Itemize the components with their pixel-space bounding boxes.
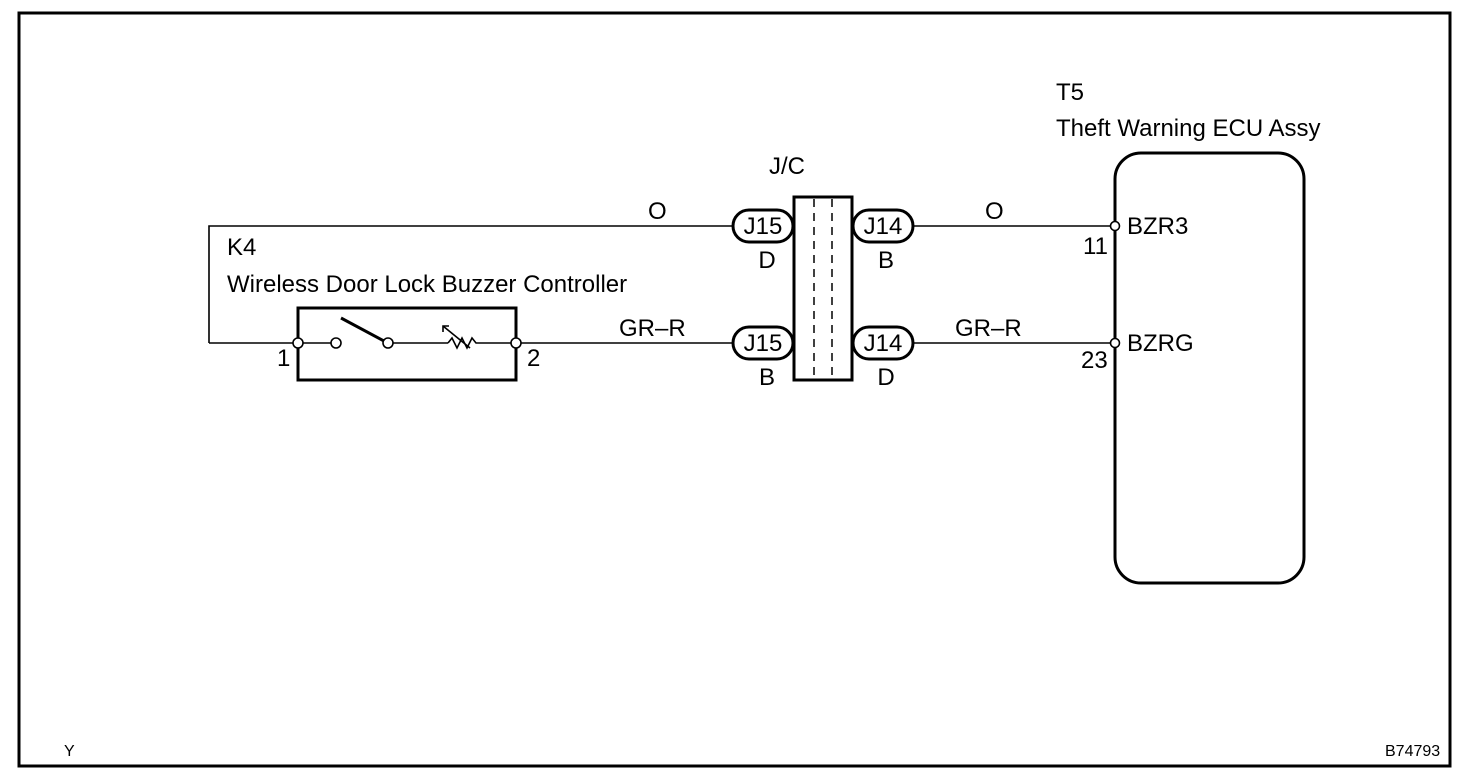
wire-color-bottom-left: GR–R [619, 315, 686, 342]
buzzer-name: Wireless Door Lock Buzzer Controller [227, 271, 627, 298]
ecu-name: Theft Warning ECU Assy [1056, 115, 1321, 142]
connector-bottom-right: J14 D [851, 325, 915, 391]
connector-top-left: J15 D [731, 208, 795, 274]
ecu-pin-bottom-number: 23 [1081, 347, 1108, 374]
ecu-pin-bottom [1109, 337, 1121, 349]
svg-text:B: B [759, 364, 775, 391]
buzzer-pin-left-number: 1 [277, 345, 290, 372]
buzzer-pin-right [510, 337, 522, 349]
footer-left-code: Y [64, 743, 75, 760]
connector-bottom-left: J15 B [731, 325, 795, 391]
ecu-box [1113, 151, 1306, 585]
jc-label: J/C [769, 153, 805, 180]
switch-contact-right [382, 337, 394, 349]
ecu-pin-top-number: 11 [1083, 233, 1108, 260]
ecu-pin-top-name: BZR3 [1127, 213, 1188, 240]
junction-block [792, 195, 854, 382]
connector-top-right: J14 B [851, 208, 915, 274]
wire-top-left [208, 225, 733, 343]
diagram-frame [17, 11, 1452, 768]
buzzer-element-arrow [442, 325, 471, 349]
wire-color-bottom-right: GR–R [955, 315, 1022, 342]
buzzer-pin-left [292, 337, 304, 349]
svg-text:J15: J15 [744, 330, 783, 357]
ecu-id: T5 [1056, 79, 1084, 106]
svg-text:J14: J14 [864, 213, 903, 240]
svg-text:D: D [758, 247, 775, 274]
svg-text:J15: J15 [744, 213, 783, 240]
switch-lever [340, 316, 385, 343]
footer-right-code: B74793 [1385, 743, 1440, 760]
svg-text:J14: J14 [864, 330, 903, 357]
buzzer-id: K4 [227, 234, 256, 261]
wire-color-top-right: O [985, 198, 1004, 225]
wire-color-top-left: O [648, 198, 667, 225]
svg-text:B: B [878, 247, 894, 274]
ecu-pin-bottom-name: BZRG [1127, 330, 1194, 357]
ecu-pin-top [1109, 220, 1121, 232]
buzzer-pin-right-number: 2 [527, 345, 540, 372]
svg-text:D: D [877, 364, 894, 391]
switch-contact-left [330, 337, 342, 349]
